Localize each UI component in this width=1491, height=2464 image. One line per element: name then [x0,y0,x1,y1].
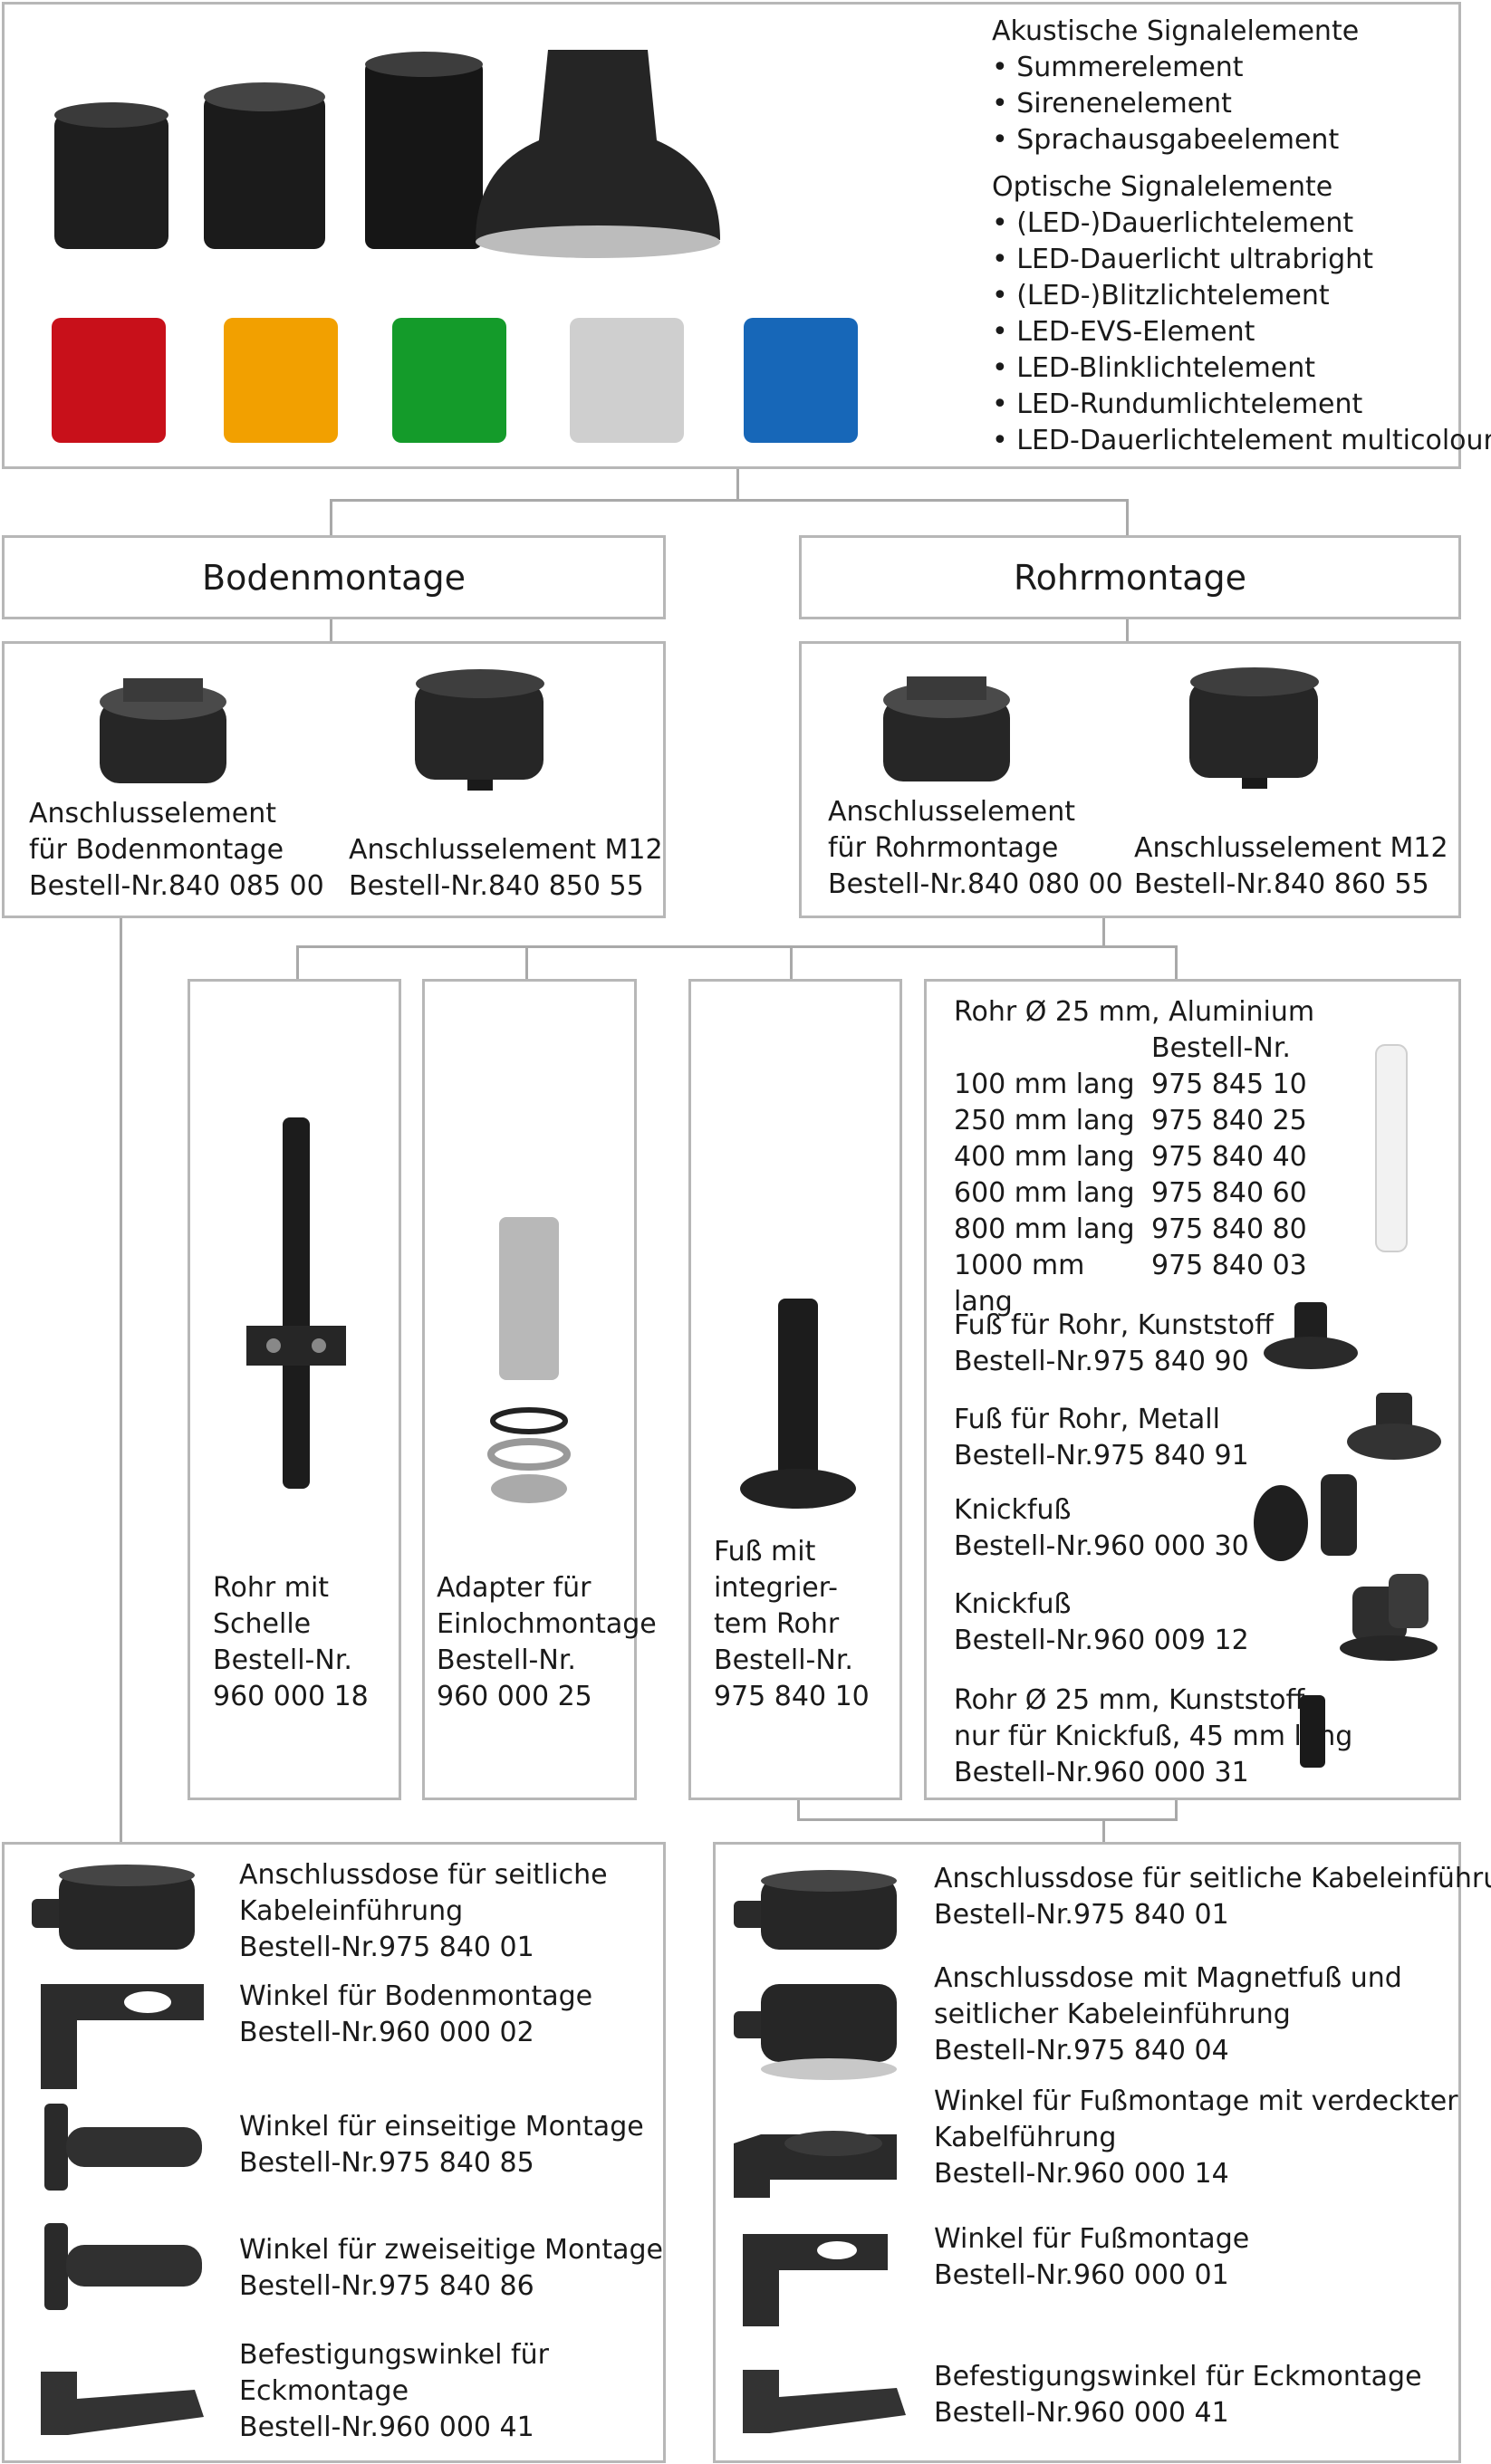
foot-with-pipe-image [740,1299,856,1509]
foot-label: Knickfuß Bestell-Nr.960 000 30 [954,1494,1249,1562]
connector-label: Anschlusselement für Rohrmontage Bestell… [828,796,1123,900]
acoustic-elements-image [54,50,720,258]
optical-elements-image [52,318,858,443]
connector-line [525,945,528,980]
connector-element-image [883,676,1010,781]
connector-line [1126,618,1129,643]
pipe-table: Rohr Ø 25 mm, Aluminium Bestell-Nr. 100 … [954,994,1314,1320]
floor-bracket-image [41,1984,204,2089]
signal-list: Akustische Signalelemente • Summerelemen… [992,14,1491,459]
list-item: • Sirenenelement [992,88,1232,120]
connector-line [296,945,299,980]
accessory-label: Befestigungswinkel für Eckmontage Bestel… [239,2339,549,2443]
option-fuss-rohr: Fuß mit integrier- tem Rohr Bestell-Nr. … [688,979,902,1800]
page-title: Rohrmontage [1013,558,1247,598]
connector-line [1102,916,1105,947]
aluminium-pipe-image [1375,1044,1408,1252]
list-item: • LED-Rundumlichtelement [992,388,1363,420]
option-label: Fuß mit integrier- tem Rohr Bestell-Nr. … [714,1536,870,1712]
connector-label: Anschlusselement für Bodenmontage Bestel… [29,798,324,902]
magnetic-junction-box-image [734,1984,897,2080]
option-rohr-schelle: Rohr mit Schelle Bestell-Nr. 960 000 18 [188,979,401,1800]
foot-bracket-image [743,2234,888,2326]
hinged-foot-metal-image [1340,1574,1438,1661]
accessory-label: Anschlussdose mit Magnetfuß und seitlich… [934,1962,1402,2066]
list-item: • LED-Dauerlicht ultrabright [992,244,1373,275]
corner-bracket-image [41,2372,204,2435]
connector-m12-image [415,669,544,791]
bottom-right-accessories-box: Anschlussdose für seitliche Kabeleinführ… [713,1842,1491,2463]
accessory-label: Winkel für zweiseitige Montage Bestell-N… [239,2234,663,2302]
corner-bracket-image [743,2370,906,2433]
list-item: • LED-Blinklichtelement [992,352,1316,384]
double-side-bracket-image [44,2223,202,2310]
connector-line [1126,499,1129,537]
junction-box-image [734,1870,897,1950]
accessory-label: Befestigungswinkel für Eckmontage Bestel… [934,2361,1422,2429]
single-side-bracket-image [44,2104,202,2191]
connector-line [330,499,332,537]
connector-m12-image [1189,667,1319,789]
option-adapter: Adapter für Einlochmontage Bestell-Nr. 9… [422,979,657,1800]
connector-line [790,945,793,980]
foot-label: Fuß für Rohr, Kunststoff Bestell-Nr.975 … [954,1309,1274,1377]
rohr-connector-box: Anschlusselement für Rohrmontage Bestell… [799,641,1461,918]
accessory-label: Winkel für Fußmontage mit verdeckter Kab… [934,2085,1458,2190]
connector-line [797,1798,800,1820]
list-item: • Summerelement [992,52,1244,83]
adapter-image [487,1217,571,1503]
plastic-pipe-image [1300,1695,1325,1768]
boden-connector-box: Anschlusselement für Bodenmontage Bestel… [2,641,666,918]
plastic-foot-image [1264,1302,1358,1369]
bottom-left-accessories-box: Anschlussdose für seitliche Kabeleinführ… [2,1842,666,2463]
pipe-heading: Rohr Ø 25 mm, Aluminium [954,996,1315,1028]
connector-line [296,945,1178,948]
connector-line [1102,1818,1105,1844]
connector-line [120,916,122,1844]
connector-line [736,467,739,500]
connector-m12-label: Anschlusselement M12 Bestell-Nr.840 850 … [349,834,663,902]
optical-heading: Optische Signalelemente [992,171,1333,203]
signal-elements-box: Akustische Signalelemente • Summerelemen… [2,2,1491,469]
list-item: • (LED-)Blitzlichtelement [992,280,1330,312]
rohrmontage-header: Rohrmontage [799,535,1461,619]
acoustic-heading: Akustische Signalelemente [992,15,1360,47]
connector-m12-label: Anschlusselement M12 Bestell-Nr.840 860 … [1134,832,1448,900]
list-item: • (LED-)Dauerlichtelement [992,207,1354,239]
connector-element-image [100,678,226,783]
foot-label: Rohr Ø 25 mm, Kunststoff, nur für Knickf… [954,1684,1353,1788]
foot-label: Knickfuß Bestell-Nr.960 009 12 [954,1588,1249,1656]
pipe-with-clamp-image [246,1117,346,1489]
connector-line [797,1818,1178,1821]
option-label: Rohr mit Schelle Bestell-Nr. 960 000 18 [213,1572,369,1712]
foot-label: Fuß für Rohr, Metall Bestell-Nr.975 840 … [954,1404,1249,1472]
page-title: Bodenmontage [202,558,466,598]
accessory-label: Anschlussdose für seitliche Kabeleinführ… [934,1863,1491,1931]
hinged-foot-image [1254,1474,1357,1561]
junction-box-image [32,1865,195,1950]
list-item: • Sprachausgabeelement [992,124,1340,156]
accessory-label: Winkel für Bodenmontage Bestell-Nr.960 0… [239,1980,593,2048]
connector-line [1175,945,1178,980]
hidden-cable-foot-bracket-image [734,2131,897,2198]
connector-line [1175,1798,1178,1820]
connector-line [330,618,332,643]
list-item: • LED-Dauerlichtelement multicolour [992,425,1491,456]
metal-foot-image [1347,1393,1441,1460]
bodenmontage-header: Bodenmontage [2,535,666,619]
connector-line [330,499,1129,502]
option-label: Adapter für Einlochmontage Bestell-Nr. 9… [437,1572,657,1712]
accessory-label: Winkel für Fußmontage Bestell-Nr.960 000… [934,2223,1250,2291]
pipes-box: Rohr Ø 25 mm, Aluminium Bestell-Nr. 100 … [924,979,1461,1800]
accessory-label: Winkel für einseitige Montage Bestell-Nr… [239,2111,644,2179]
list-item: • LED-EVS-Element [992,316,1255,348]
accessory-label: Anschlussdose für seitliche Kabeleinführ… [239,1859,608,1963]
